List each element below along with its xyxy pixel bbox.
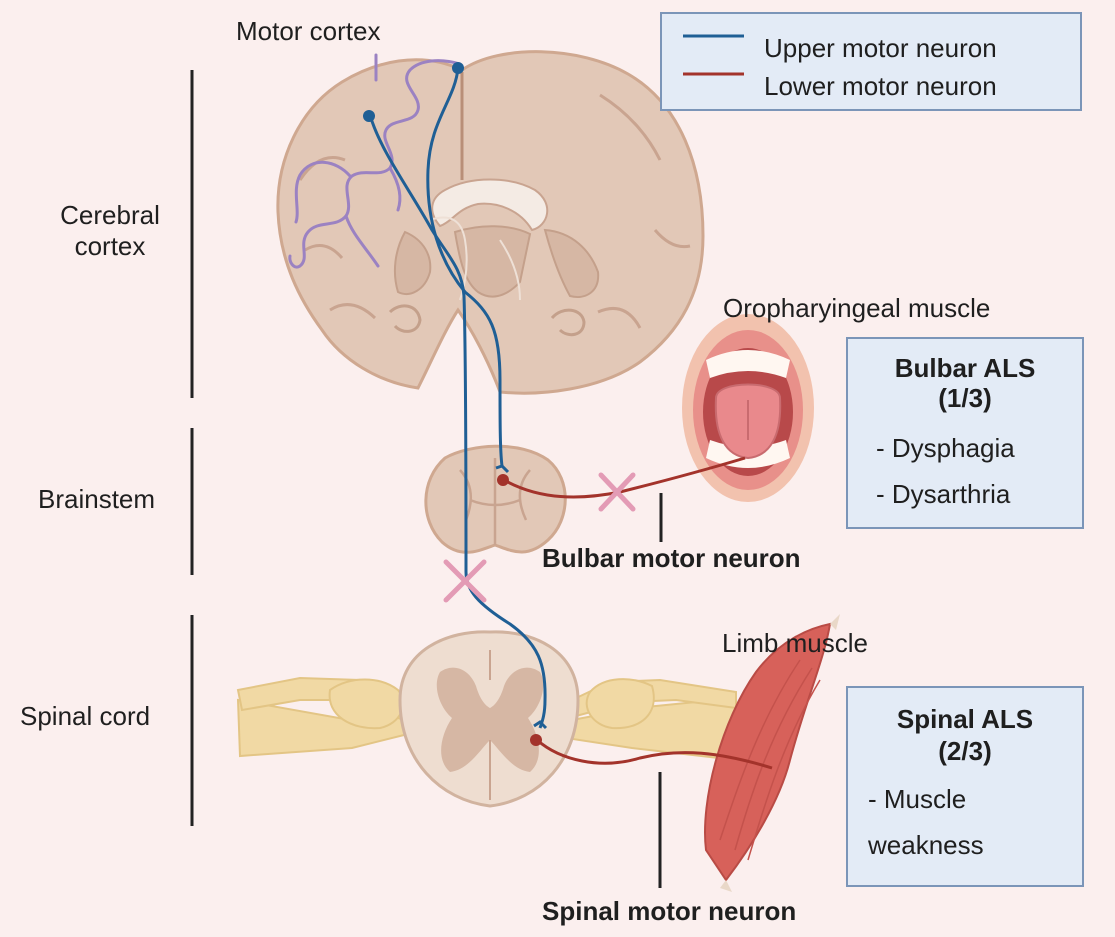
bulbar-lesion-cross xyxy=(601,475,633,509)
bulbar-als-box: Bulbar ALS (1/3) - Dysphagia - Dysarthri… xyxy=(846,337,1084,529)
open-mouth xyxy=(682,314,814,502)
bulbar-symptom-dysarthria: - Dysarthria xyxy=(876,479,1010,510)
spinal-motor-neuron-label: Spinal motor neuron xyxy=(542,896,796,927)
bulbar-motor-neuron-label: Bulbar motor neuron xyxy=(542,543,801,574)
spinal-als-box: Spinal ALS (2/3) - Muscle weakness xyxy=(846,686,1084,887)
oropharyngeal-muscle-label: Oropharyingeal muscle xyxy=(723,293,990,324)
legend-lower-label: Lower motor neuron xyxy=(764,71,997,102)
spinal-cord-label: Spinal cord xyxy=(20,701,150,732)
limb-muscle-label: Limb muscle xyxy=(722,628,868,659)
cerebral-cortex-label-line-2: cortex xyxy=(40,231,180,262)
brain-coronal-section xyxy=(278,52,703,393)
upper-motor-neuron-soma-2 xyxy=(363,110,375,122)
brainstem-section xyxy=(426,446,565,552)
bulbar-lower-motor-neuron-soma xyxy=(497,474,509,486)
cerebral-cortex-label: Cerebral cortex xyxy=(40,200,180,262)
spinal-als-fraction: (2/3) xyxy=(848,736,1082,767)
cerebral-cortex-label-line-1: Cerebral xyxy=(40,200,180,231)
upper-motor-neuron-soma-1 xyxy=(452,62,464,74)
spinal-lower-motor-neuron-soma xyxy=(530,734,542,746)
brainstem-label: Brainstem xyxy=(38,484,155,515)
bulbar-symptom-dysphagia: - Dysphagia xyxy=(876,433,1015,464)
bulbar-als-fraction: (1/3) xyxy=(848,383,1082,414)
motor-cortex-label: Motor cortex xyxy=(236,16,381,47)
spinal-als-title: Spinal ALS xyxy=(848,704,1082,735)
spinal-symptom-line-2: weakness xyxy=(868,830,984,861)
spinal-cord-section xyxy=(400,632,578,806)
bulbar-als-title: Bulbar ALS xyxy=(848,353,1082,384)
spinal-symptom-line-1: - Muscle xyxy=(868,784,966,815)
legend-upper-label: Upper motor neuron xyxy=(764,33,997,64)
